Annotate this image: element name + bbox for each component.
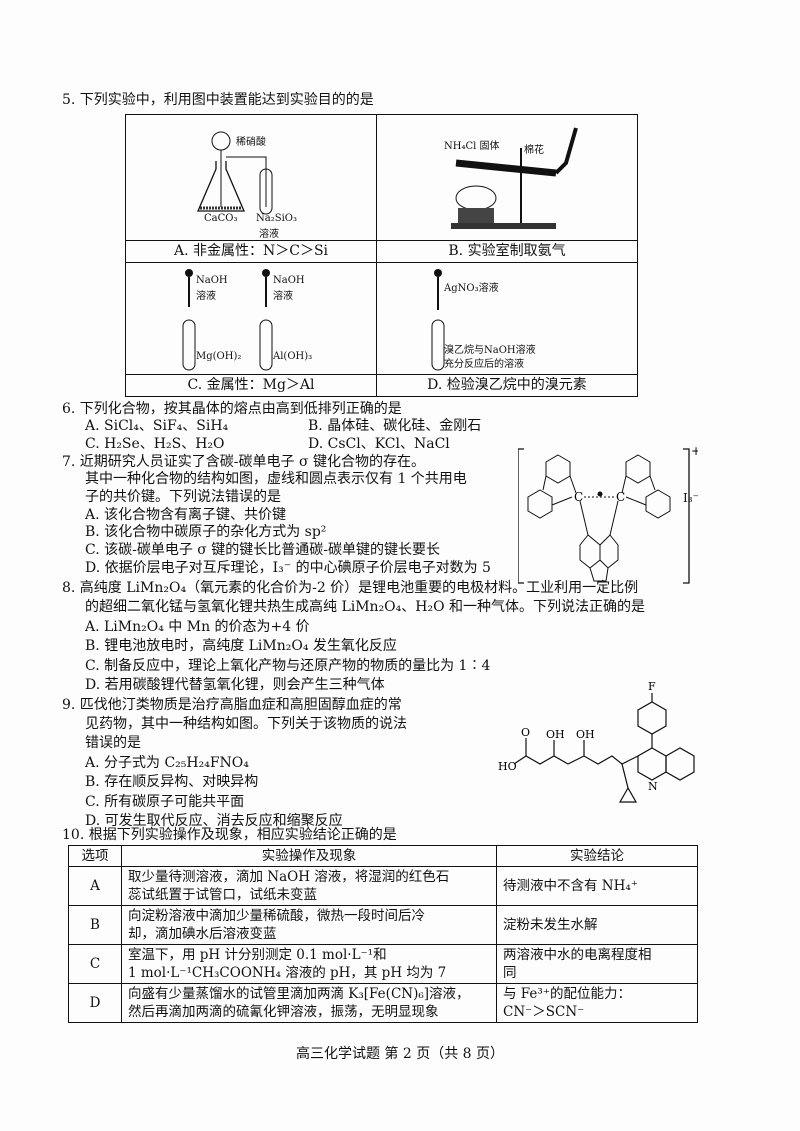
q9-option-c[interactable]: C. 所有碳原子可能共平面	[85, 794, 245, 810]
row-operation: 室温下，用 pH 计分别测定 0.1 mol·L⁻¹和 1 mol·L⁻¹CH₃C…	[121, 944, 497, 984]
q6-option-a[interactable]: A. SiCl₄、SiF₄、SiH₄	[85, 418, 229, 434]
q7-option-c[interactable]: C. 该碳-碳单电子 σ 键的键长比普通碳-碳单键的键长要长	[85, 542, 441, 558]
nitrogen-label: N	[648, 780, 658, 793]
row-operation: 向盛有少量蒸馏水的试管里滴加两滴 K₃[Fe(CN)₆]溶液， 然后再滴加两滴的硫…	[121, 983, 497, 1023]
row-conclusion: 淀粉未发生水解	[496, 905, 698, 945]
hydroxyl-label: OH	[576, 728, 595, 741]
solution-label: 溶液	[273, 291, 293, 302]
naoh-label: NaOH	[196, 275, 228, 286]
q6-option-b[interactable]: B. 晶体硅、碳化硅、金刚石	[308, 418, 482, 434]
row-option: A	[68, 866, 122, 906]
cotton-label: 棉花	[524, 145, 544, 156]
fluorine-label: F	[648, 680, 656, 693]
carbon-atom-label: C	[574, 490, 583, 504]
q9-option-b[interactable]: B. 存在顺反异构、对映异构	[85, 774, 259, 790]
apparatus-b-figure	[451, 127, 578, 229]
aloh3-label: Al(OH)₃	[273, 351, 313, 362]
row-operation: 取少量待测溶液，滴加 NaOH 溶液，将湿润的红色石蕊试纸置于试管口，试纸未变蓝	[121, 866, 497, 906]
header-option: 选项	[68, 845, 122, 867]
q9-stem-2: 见药物，其中一种结构如图。下列关于该物质的说法	[85, 716, 407, 732]
solution-note-1: 溴乙烷与NaOH溶液	[444, 345, 536, 356]
carboxyl-label: HO	[498, 760, 517, 773]
q10-stem: 10. 根据下列实验操作及现象，相应实验结论正确的是	[62, 827, 397, 843]
mgoh2-label: Mg(OH)₂	[196, 351, 242, 362]
charge-label: +	[691, 445, 698, 458]
option-d-label: D. 检验溴乙烷中的溴元素	[427, 377, 587, 393]
q6-option-c[interactable]: C. H₂Se、H₂S、H₂O	[85, 436, 225, 452]
table-row[interactable]: D 向盛有少量蒸馏水的试管里滴加两滴 K₃[Fe(CN)₆]溶液， 然后再滴加两滴…	[68, 983, 698, 1023]
operation-line: 向淀粉溶液中滴加少量稀硫酸，微热一段时间后冷	[128, 908, 425, 924]
q8-option-c[interactable]: C. 制备反应中，理论上氧化产物与还原产物的物质的量比为 1∶4	[85, 658, 491, 674]
table-row[interactable]: C 室温下，用 pH 计分别测定 0.1 mol·L⁻¹和 1 mol·L⁻¹CH…	[68, 944, 698, 984]
q7-option-d[interactable]: D. 依据价层电子对互斥理论，I₃⁻ 的中心碘原子价层电子对数为 5	[85, 560, 491, 576]
q8-option-d[interactable]: D. 若用碳酸锂代替氢氧化锂，则会产生三种气体	[85, 677, 385, 693]
q8-option-b[interactable]: B. 锂电池放电时，高纯度 LiMn₂O₄ 发生氧化反应	[85, 638, 397, 654]
operation-line: 然后再滴加两滴的硫氰化钾溶液，振荡，无明显现象	[128, 1004, 439, 1020]
q5-stem: 5. 下列实验中，利用图中装置能达到实验目的的是	[62, 92, 374, 108]
apparatus-d-figure	[431, 269, 445, 371]
header-operation: 实验操作及现象	[121, 845, 497, 867]
table-header-row: 选项 实验操作及现象 实验结论	[68, 845, 698, 867]
table-row[interactable]: B 向淀粉溶液中滴加少量稀硫酸，微热一段时间后冷却，滴加碘水后溶液变蓝 淀粉未发…	[68, 905, 698, 945]
q9-stem-1: 9. 匹伐他汀类物质是治疗高脂血症和高胆固醇血症的常	[62, 697, 402, 713]
na2sio3-label: Na₂SiO₃	[256, 213, 297, 224]
q8-option-a[interactable]: A. LiMn₂O₄ 中 Mn 的价态为+4 价	[85, 619, 310, 635]
row-option: B	[68, 905, 122, 945]
q10-table: 选项 实验操作及现象 实验结论 A 取少量待测溶液，滴加 NaOH 溶液，将湿润…	[68, 845, 698, 1023]
q7-stem-1: 7. 近期研究人员证实了含碳-碳单电子 σ 键化合物的存在。	[62, 454, 425, 470]
row-conclusion: 两溶液中水的电离程度相同	[496, 944, 698, 984]
apparatus-c-figure	[182, 269, 273, 371]
operation-line: 蕊试纸置于试管口，试纸未变蓝	[128, 887, 317, 903]
page-footer: 高三化学试题 第 2 页（共 8 页）	[295, 1046, 505, 1062]
solution-label: 溶液	[196, 291, 216, 302]
q8-stem-1: 8. 高纯度 LiMn₂O₄（氧元素的化合价为-2 价）是锂电池重要的电极材料。…	[62, 580, 639, 596]
conclusion-line: 两溶液中水的电离程度相	[503, 947, 652, 963]
carbon-atom-label: C	[616, 490, 625, 504]
q7-stem-3: 子的共价键。下列说法错误的是	[85, 489, 281, 505]
operation-line: 室温下，用 pH 计分别测定 0.1 mol·L⁻¹和	[128, 947, 387, 963]
q9-option-d[interactable]: D. 可发生取代反应、消去反应和缩聚反应	[85, 813, 343, 829]
apparatus-a-figure	[197, 131, 273, 215]
solution-label: 溶液	[259, 229, 279, 240]
q7-option-b[interactable]: B. 该化合物中碳原子的杂化方式为 sp²	[85, 524, 327, 540]
q9-stem-3: 错误的是	[85, 735, 141, 751]
q7-stem-2: 其中一种化合物的结构如图，虚线和圆点表示仅有 1 个共用电	[85, 471, 467, 487]
row-conclusion: 与 Fe³⁺的配位能力： CN⁻＞SCN⁻	[496, 983, 698, 1023]
q9-structure-figure: F O OH OH HO N	[498, 680, 695, 803]
q6-stem: 6. 下列化合物，按其晶体的熔点由高到低排列正确的是	[62, 401, 402, 417]
option-b-label: B. 实验室制取氨气	[448, 243, 566, 259]
oxygen-label: O	[521, 726, 530, 739]
option-a-label: A. 非金属性：N＞C＞Si	[173, 243, 329, 259]
q5-apparatus-table: 稀硝酸 CaCO₃ Na₂SiO₃ 溶液 NH₄Cl 固体 棉花 A. 非金属性…	[125, 114, 638, 397]
hydroxyl-label: OH	[546, 728, 565, 741]
caco3-label: CaCO₃	[204, 213, 238, 224]
naoh-label: NaOH	[273, 275, 305, 286]
row-option: D	[68, 983, 122, 1023]
operation-line: 取少量待测溶液，滴加 NaOH 溶液，将湿润的红色石	[128, 869, 450, 885]
operation-line: 却，滴加碘水后溶液变蓝	[128, 926, 277, 942]
acid-label: 稀硝酸	[236, 137, 266, 148]
anion-label: I₃⁻	[683, 491, 699, 505]
q9-option-a[interactable]: A. 分子式为 C₂₅H₂₄FNO₄	[85, 755, 249, 771]
nh4cl-label: NH₄Cl 固体	[444, 141, 500, 152]
solution-note-2: 充分反应后的溶液	[444, 359, 524, 370]
conclusion-line: 与 Fe³⁺的配位能力：	[503, 986, 631, 1002]
table-row[interactable]: A 取少量待测溶液，滴加 NaOH 溶液，将湿润的红色石蕊试纸置于试管口，试纸未…	[68, 866, 698, 906]
q6-option-d[interactable]: D. CsCl、KCl、NaCl	[308, 436, 450, 452]
q7-structure-figure: C C +	[518, 445, 698, 584]
agno3-label: AgNO₃溶液	[444, 283, 499, 294]
q7-option-a[interactable]: A. 该化合物含有离子键、共价键	[85, 507, 287, 523]
header-conclusion: 实验结论	[496, 845, 698, 867]
q8-stem-2: 的超细二氧化锰与氢氧化锂共热生成高纯 LiMn₂O₄、H₂O 和一种气体。下列说…	[85, 599, 646, 615]
conclusion-line: 同	[503, 965, 517, 981]
operation-line: 向盛有少量蒸馏水的试管里滴加两滴 K₃[Fe(CN)₆]溶液，	[128, 986, 470, 1002]
conclusion-line: CN⁻＞SCN⁻	[503, 1004, 585, 1020]
row-conclusion: 待测液中不含有 NH₄⁺	[496, 866, 698, 906]
row-option: C	[68, 944, 122, 984]
operation-line: 1 mol·L⁻¹CH₃COONH₄ 溶液的 pH，其 pH 均为 7	[128, 965, 447, 981]
row-operation: 向淀粉溶液中滴加少量稀硫酸，微热一段时间后冷却，滴加碘水后溶液变蓝	[121, 905, 497, 945]
option-c-label: C. 金属性：Mg＞Al	[187, 377, 315, 393]
